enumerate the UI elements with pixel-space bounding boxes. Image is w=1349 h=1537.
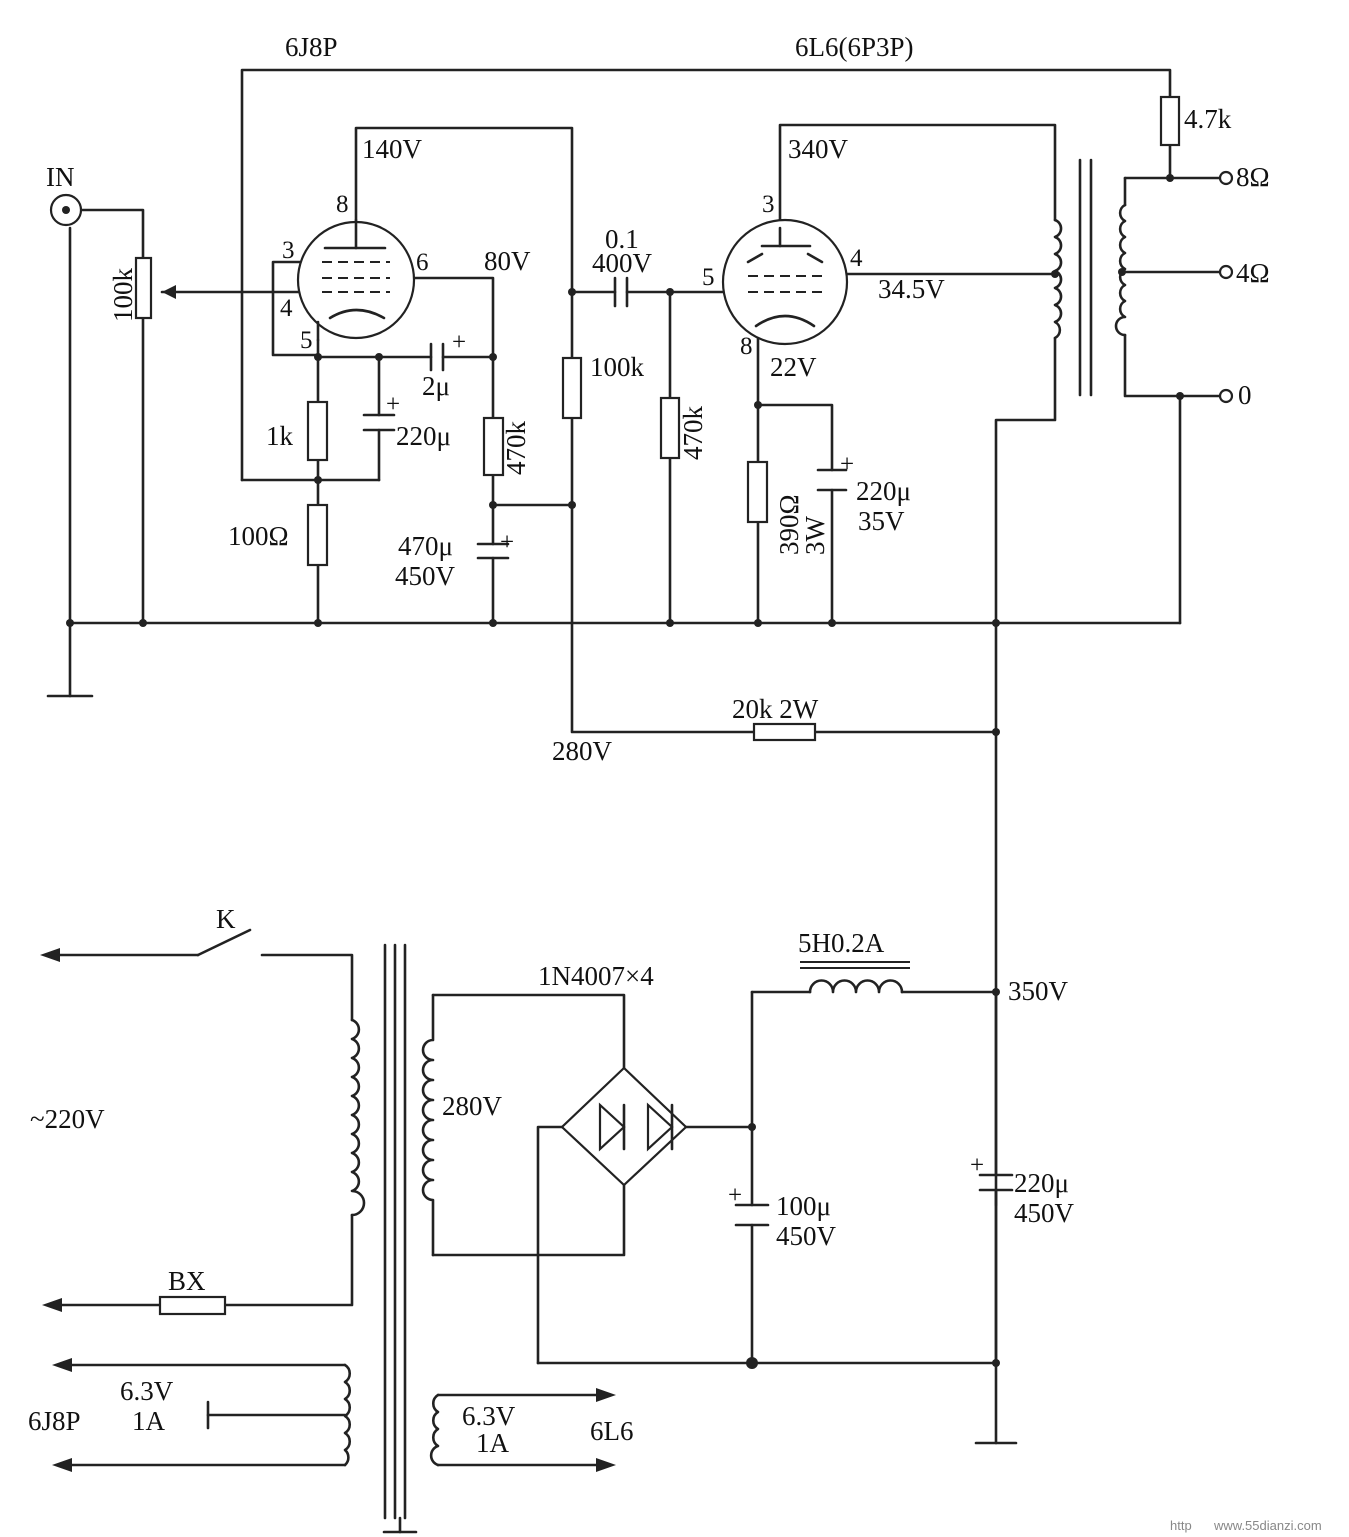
- plate-load-label: 100k: [590, 352, 645, 382]
- output-transformer-icon: [1053, 158, 1127, 397]
- volume-pot: [134, 256, 153, 320]
- input-label: IN: [46, 162, 75, 192]
- ground-symbols: [46, 694, 1018, 1445]
- arrowheads: [40, 285, 616, 1472]
- preamp-pin-g2: 6: [416, 249, 429, 276]
- heater1-current: 1A: [132, 1406, 166, 1436]
- fuse-label: BX: [168, 1266, 206, 1296]
- switch-label: K: [216, 904, 236, 934]
- power-cathode-res-w: 3W: [800, 516, 830, 556]
- power-cathode-res: 390Ω: [774, 494, 804, 555]
- dropping-resistor-20k: [752, 722, 817, 742]
- tap-0: 0: [1238, 380, 1252, 410]
- cathode-resistor-1k: [306, 400, 329, 462]
- filter1-voltage: 450V: [776, 1221, 837, 1251]
- feedback-res-label: 100Ω: [228, 521, 289, 551]
- coupling-cap-voltage: 400V: [592, 248, 653, 278]
- svg-text:+: +: [500, 529, 514, 556]
- mains-switch: [196, 928, 252, 957]
- preamp-pin-cathode: 5: [300, 327, 313, 354]
- cathode-resistor-390ohm: [746, 460, 769, 524]
- tap-8ohm: 8Ω: [1236, 162, 1270, 192]
- svg-text:+: +: [452, 329, 466, 356]
- power-cathode-cap: 220μ: [856, 476, 911, 506]
- power-tube-label: 6L6(6P3P): [795, 32, 914, 62]
- power-pin-cathode: 8: [740, 333, 753, 360]
- grid-res-label: 470k: [678, 406, 708, 461]
- watermark-prefix: http: [1170, 1518, 1192, 1533]
- heater1-voltage: 6.3V: [120, 1376, 174, 1406]
- heater2-tube: 6L6: [590, 1416, 634, 1446]
- choke-icon: [800, 961, 910, 994]
- filter2-label: 220μ: [1014, 1168, 1069, 1198]
- svg-text:+: +: [386, 391, 400, 418]
- polarity-marks: + + + + + +: [386, 329, 984, 1209]
- preamp-tube-icon: [296, 218, 416, 342]
- plate-load-100k: [561, 356, 583, 420]
- wires: [46, 68, 1222, 1467]
- input-jack-icon: [49, 193, 83, 227]
- screen-cap-label: 2μ: [422, 371, 450, 401]
- rectifier-label: 1N4007×4: [538, 961, 654, 991]
- coupling-cap-label: 0.1: [605, 224, 639, 254]
- decoupling-cap-label: 470μ: [398, 531, 453, 561]
- mains-voltage: ~220V: [30, 1104, 105, 1134]
- power-screen-voltage: 34.5V: [878, 274, 945, 304]
- screen-res-label: 470k: [501, 421, 531, 476]
- secondary-voltage: 280V: [442, 1091, 503, 1121]
- svg-text:+: +: [840, 451, 854, 478]
- bridge-rectifier-icon: [560, 1066, 688, 1187]
- power-plate-voltage: 340V: [788, 134, 849, 164]
- power-pin-plate: 3: [762, 191, 775, 218]
- power-cathode-cap-v: 35V: [858, 506, 905, 536]
- heater2-current: 1A: [476, 1428, 510, 1458]
- svg-text:+: +: [728, 1182, 742, 1209]
- cathode-res-label: 1k: [266, 421, 294, 451]
- svg-text:+: +: [970, 1152, 984, 1179]
- heater1-tube: 6J8P: [28, 1406, 81, 1436]
- power-transformer-icon: [206, 943, 440, 1534]
- dropping-res-label: 20k 2W: [732, 694, 819, 724]
- preamp-plate-voltage: 140V: [362, 134, 423, 164]
- power-tube-icon: [721, 218, 849, 346]
- preamp-pin-g3: 3: [282, 237, 295, 264]
- heater2-voltage: 6.3V: [462, 1401, 516, 1431]
- screen-resistor-470k: [482, 416, 505, 477]
- watermark-site: www.55dianzi.com: [1213, 1518, 1322, 1533]
- output-terminals: [1218, 170, 1234, 404]
- junction-dots: [66, 174, 1184, 1369]
- feedback-res-4k7-label: 4.7k: [1184, 104, 1232, 134]
- preamp-tube-label: 6J8P: [285, 32, 338, 62]
- feedback-resistor-100ohm: [306, 503, 329, 567]
- b-low-voltage: 280V: [552, 736, 613, 766]
- power-pin-g1: 5: [702, 264, 715, 291]
- capacitors: [362, 276, 1014, 1365]
- filter2-voltage: 450V: [1014, 1198, 1075, 1228]
- feedback-resistor-4k7: [1159, 95, 1181, 147]
- preamp-pin-g1: 4: [280, 295, 293, 322]
- decoupling-cap-voltage: 450V: [395, 561, 456, 591]
- grid-resistor-470k: [659, 396, 681, 460]
- b-high-voltage: 350V: [1008, 976, 1069, 1006]
- fuse-bx: [158, 1295, 227, 1316]
- choke-label: 5H0.2A: [798, 928, 885, 958]
- filter1-label: 100μ: [776, 1191, 831, 1221]
- labels: 6J8P 6L6(6P3P) IN 100k 140V 8 3 4 5 6 80…: [28, 32, 1322, 1533]
- pot-label: 100k: [108, 268, 138, 323]
- preamp-screen-voltage: 80V: [484, 246, 531, 276]
- preamp-pin-plate: 8: [336, 191, 349, 218]
- cathode-cap-label: 220μ: [396, 421, 451, 451]
- tap-4ohm: 4Ω: [1236, 258, 1270, 288]
- power-pin-g2: 4: [850, 245, 863, 272]
- power-cathode-voltage: 22V: [770, 352, 817, 382]
